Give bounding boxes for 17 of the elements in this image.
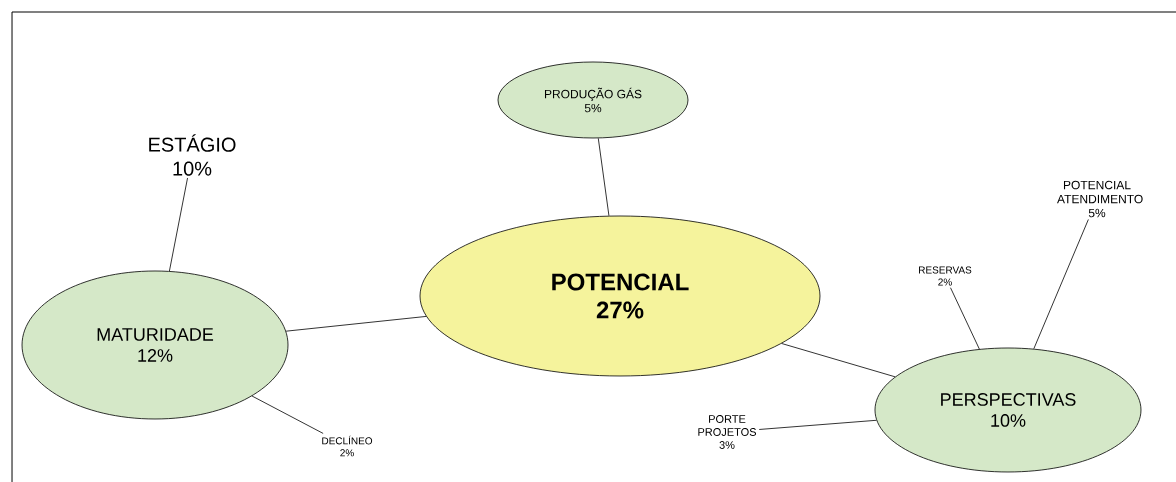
connector-line	[597, 137, 610, 217]
ellipse-node: MATURIDADE 12%	[21, 270, 289, 420]
connector-line	[758, 419, 877, 430]
connector-line	[1033, 219, 1089, 350]
ellipse-node: PERSPECTIVAS 10%	[874, 347, 1142, 473]
node-label: POTENCIAL ATENDIMENTO 5%	[1057, 180, 1143, 218]
node-label: PORTE PROJETOS 3%	[698, 415, 757, 449]
connector-line	[950, 287, 980, 350]
connector-line	[285, 316, 427, 332]
ellipse-node: POTENCIAL 27%	[419, 215, 821, 377]
node-label: RESERVAS 2%	[919, 266, 972, 286]
node-label: ESTÁGIO 10%	[149, 134, 236, 176]
node-label: DECLÍNEO 2%	[322, 435, 373, 457]
connector-line	[169, 177, 188, 272]
connector-line	[251, 395, 324, 434]
ellipse-node: PRODUÇÃO GÁS 5%	[497, 61, 689, 139]
connector-line	[781, 343, 896, 378]
